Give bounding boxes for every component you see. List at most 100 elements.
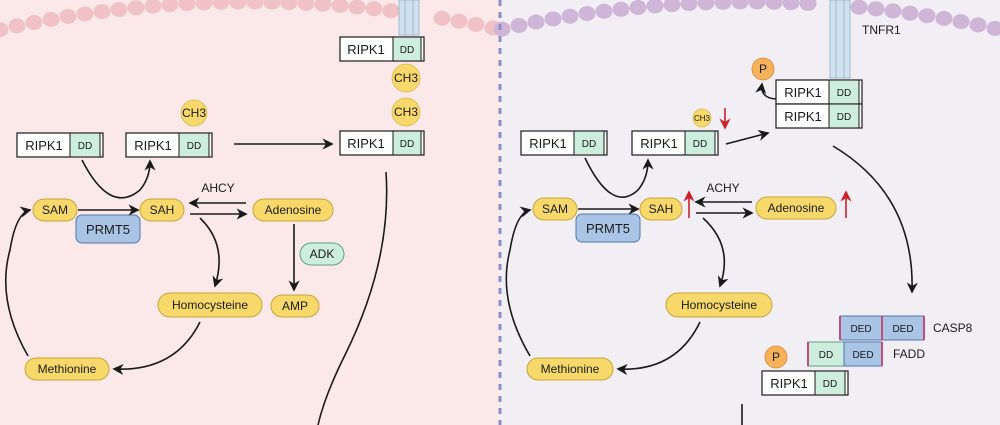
right-prmt5: PRMT5: [575, 213, 641, 243]
svg-text:DED: DED: [852, 350, 873, 361]
membrane-lipid-head: [246, 0, 264, 10]
svg-text:Homocysteine: Homocysteine: [172, 298, 248, 312]
membrane-lipid-head: [178, 0, 196, 12]
membrane-lipid-head: [93, 4, 111, 20]
left-arrow-methionine-sam: [4, 206, 32, 357]
membrane-lipid-head: [663, 0, 681, 13]
svg-text:SAM: SAM: [42, 203, 68, 217]
svg-text:RIPK1: RIPK1: [134, 138, 172, 153]
left-ch3-lower: CH3: [391, 97, 421, 127]
left-adenosine: Adenosine: [252, 198, 334, 222]
left-sam: SAM: [32, 198, 78, 222]
membrane-lipid-head: [867, 1, 885, 17]
svg-text:DD: DD: [837, 88, 851, 99]
svg-text:Adenosine: Adenosine: [768, 201, 825, 215]
membrane-lipid-head: [348, 0, 366, 15]
right-p-bottom: P: [764, 345, 788, 369]
membrane-lipid-head: [280, 0, 298, 11]
membrane-lipid-head: [467, 17, 485, 32]
svg-text:DD: DD: [187, 141, 201, 152]
left-arrow-down: [317, 171, 388, 425]
membrane-lipid-head: [8, 18, 26, 34]
left-amp: AMP: [270, 294, 320, 318]
membrane-lipid-head: [127, 0, 145, 16]
left-ch3-upper: CH3: [391, 63, 421, 93]
svg-text:RIPK1: RIPK1: [640, 136, 678, 151]
membrane-lipid-head: [433, 10, 451, 26]
membrane-lipid-head: [365, 1, 383, 17]
membrane-lipid-head: [263, 0, 281, 10]
membrane-lipid-head: [731, 0, 749, 10]
left-sah: SAH: [139, 198, 185, 222]
left-receptor: [398, 0, 420, 36]
membrane-lipid-head: [952, 14, 970, 30]
svg-text:RIPK1: RIPK1: [770, 376, 808, 391]
right-tnfr1-label: TNFR1: [862, 23, 901, 37]
membrane-lipid-head: [527, 14, 545, 30]
svg-text:SAM: SAM: [542, 202, 568, 216]
left-ripk1-top-domain: DD: [400, 45, 414, 56]
membrane-lipid-head: [0, 22, 9, 38]
membrane-lipid-head: [450, 13, 468, 29]
membrane-lipid-head: [918, 8, 936, 24]
left-prmt5: PRMT5: [75, 214, 141, 244]
left-ahcy-label: AHCY: [201, 181, 234, 195]
svg-text:RIPK1: RIPK1: [25, 138, 63, 153]
left-homocysteine: Homocysteine: [157, 292, 263, 318]
right-sah: SAH: [639, 197, 683, 221]
right-arrow-sah-homocysteine: [702, 217, 729, 288]
svg-text:CH3: CH3: [182, 106, 206, 120]
right-receptor: [829, 0, 851, 79]
svg-text:DED: DED: [892, 324, 913, 335]
svg-text:DED: DED: [850, 324, 871, 335]
membrane-lipid-head: [382, 3, 400, 19]
svg-text:DD: DD: [400, 139, 414, 150]
membrane-lipid-head: [935, 11, 953, 26]
svg-text:P: P: [759, 62, 767, 76]
membrane-lipid-head: [986, 20, 1000, 36]
left-arrow-sah-homocysteine: [199, 217, 224, 288]
membrane-lipid-head: [229, 0, 247, 10]
left-ripk1-right: RIPK1 DD: [339, 130, 425, 156]
svg-text:DD: DD: [582, 139, 596, 150]
right-casp8: DED DED CASP8: [839, 315, 973, 341]
membrane-lipid-head: [748, 0, 766, 10]
right-methionine: Methionine: [526, 357, 614, 381]
membrane-lipid-head: [595, 3, 613, 19]
membrane-lipid-head: [646, 0, 664, 14]
membrane-lipid-head: [680, 0, 698, 12]
left-arrow-methylation: [81, 159, 156, 199]
membrane-lipid-head: [697, 0, 715, 11]
right-ripk1-complex-top: RIPK1 DD: [775, 79, 863, 105]
svg-text:Methionine: Methionine: [541, 362, 600, 376]
right-arrow-methylation: [584, 157, 654, 198]
svg-text:ADK: ADK: [310, 247, 335, 261]
membrane-lipid-head: [331, 0, 349, 13]
svg-text:Methionine: Methionine: [38, 362, 97, 376]
svg-text:RIPK1: RIPK1: [529, 136, 567, 151]
svg-text:PRMT5: PRMT5: [586, 221, 630, 236]
svg-text:CH3: CH3: [394, 105, 418, 119]
membrane-lipid-head: [901, 5, 919, 21]
right-ch3-small: CH3: [692, 108, 712, 128]
right-homocysteine: Homocysteine: [665, 292, 773, 318]
svg-text:PRMT5: PRMT5: [86, 222, 130, 237]
membrane-lipid-head: [578, 6, 596, 22]
membrane-lipid-head: [884, 3, 902, 19]
membrane-lipid-head: [161, 0, 179, 13]
membrane-lipid-head: [297, 0, 315, 11]
right-p-top: P: [751, 57, 775, 81]
svg-text:RIPK1: RIPK1: [784, 109, 822, 124]
membrane-lipid-head: [25, 15, 43, 30]
membrane-lipid-head: [629, 0, 647, 15]
svg-text:RIPK1: RIPK1: [784, 85, 822, 100]
left-adk: ADK: [299, 242, 345, 266]
svg-text:DD: DD: [819, 350, 833, 361]
membrane-lipid-head: [314, 0, 332, 12]
left-ripk1-top: RIPK1 DD: [339, 36, 425, 62]
right-ripk1-complex-bottom: RIPK1 DD: [775, 103, 863, 129]
membrane-lipid-head: [850, 0, 868, 15]
membrane-lipid-head: [212, 0, 230, 10]
right-arrow-homocysteine-methionine: [616, 321, 701, 376]
